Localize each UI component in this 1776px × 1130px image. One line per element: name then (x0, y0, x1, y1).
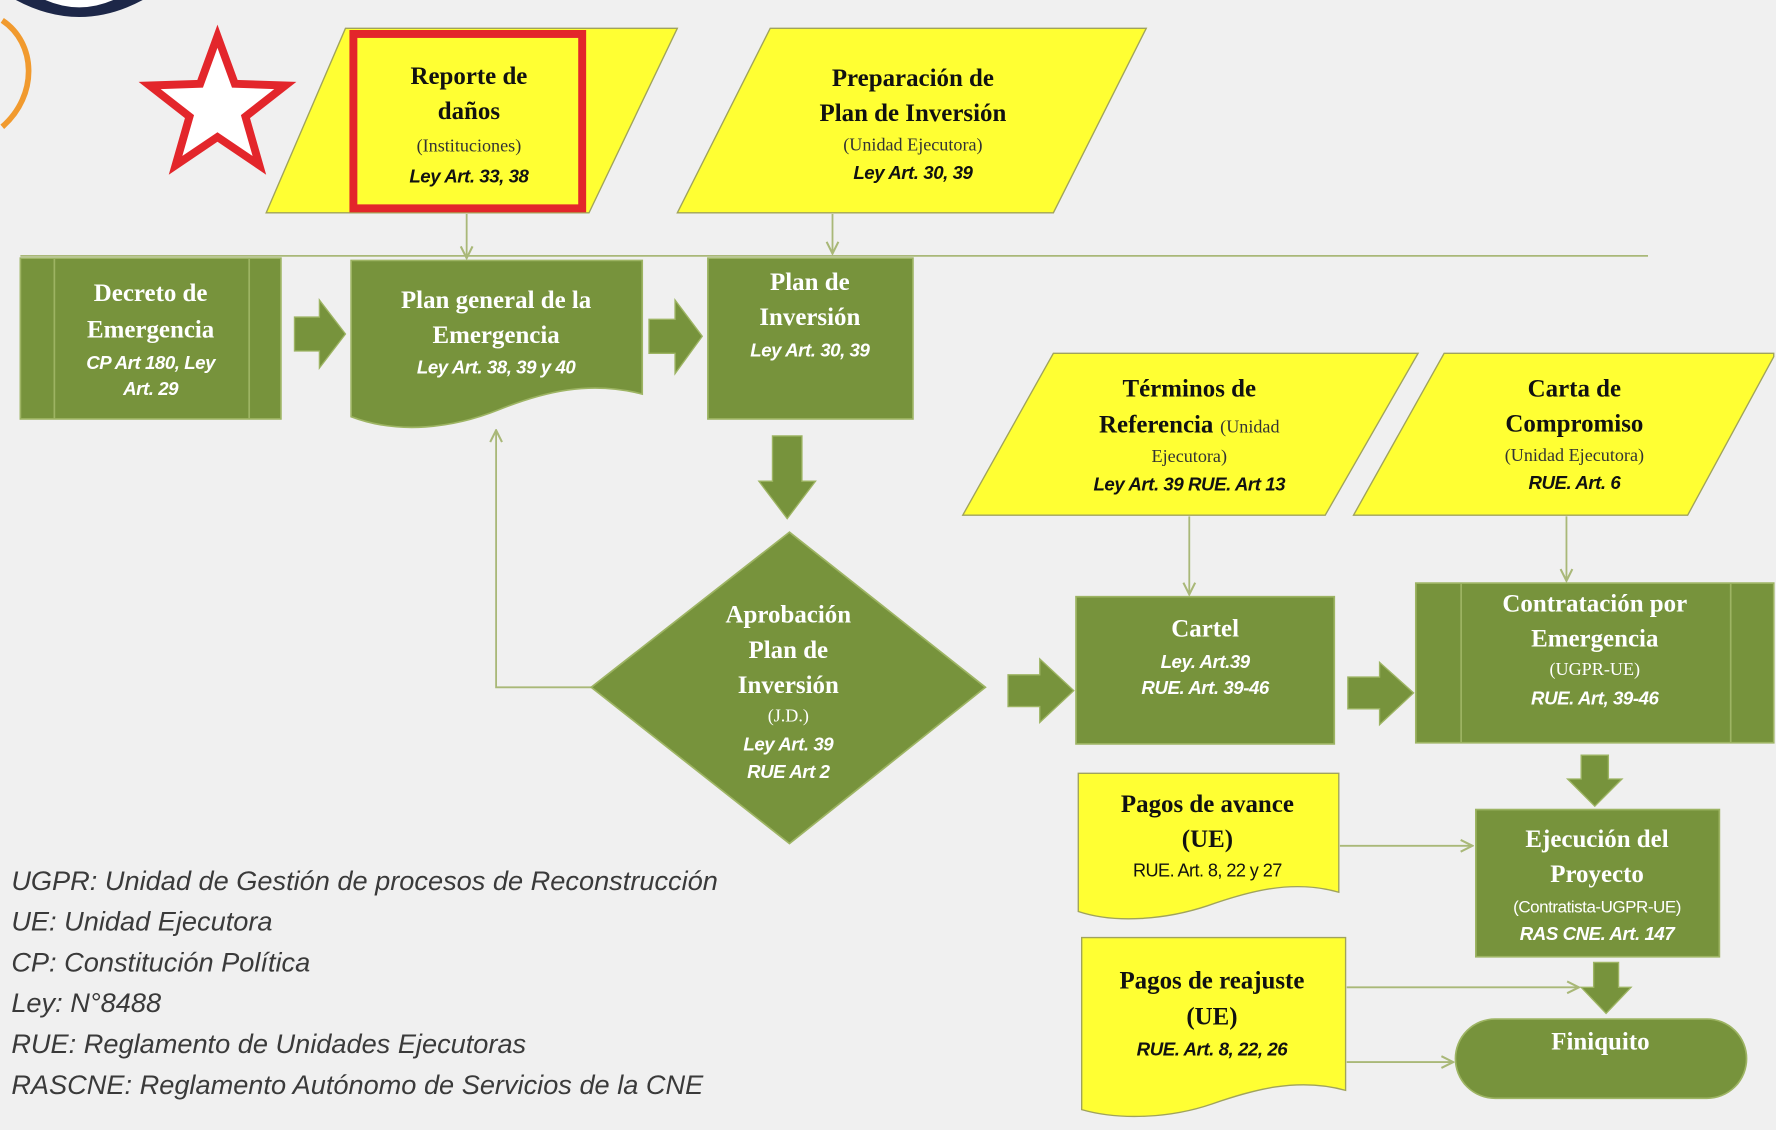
node-reporte-danos: Reporte de daños (Instituciones) Ley Art… (265, 27, 679, 214)
node-title-line: Plan general de la (401, 287, 592, 314)
node-law-reference: Ley Art. 39 RUE. Art 13 (1093, 473, 1286, 494)
node-law-reference: RAS CNE. Art. 147 (1520, 923, 1677, 944)
node-finiquito: Finiquito (1454, 1018, 1748, 1100)
node-plan-inversion: Plan de Inversión Ley Art. 30, 39 (707, 257, 914, 420)
node-law-reference: CP Art 180, Ley (86, 352, 217, 373)
block-arrow-right (1347, 660, 1415, 727)
node-law-reference: Ley Art. 38, 39 y 40 (417, 357, 576, 378)
node-subtitle: (Unidad Ejecutora) (1505, 445, 1644, 466)
node-subtitle: (Unidad Ejecutora) (843, 135, 982, 156)
node-contratacion-emergencia: Contratación por Emergencia (UGPR-UE) RU… (1414, 582, 1775, 744)
node-law-reference: Art. 29 (122, 378, 179, 399)
node-law-reference: Ley Art. 39 (743, 734, 834, 755)
legend-entry: CP: Constitución Política (11, 946, 310, 977)
document-shape (1077, 772, 1340, 920)
node-title-line: Emergencia (1531, 626, 1659, 653)
node-title-line: Ejecución del (1525, 826, 1668, 853)
node-title-line: Proyecto (1550, 861, 1644, 888)
node-subtitle: Ejecutora) (1152, 446, 1227, 467)
node-ejecucion-proyecto: Ejecución del Proyecto (Contratista-UGPR… (1474, 808, 1721, 958)
node-title-line: Decreto de (94, 280, 208, 307)
highlight-box (349, 30, 587, 213)
predefined-process-box (19, 257, 282, 420)
node-plan-general-emergencia: Plan general de la Emergencia Ley Art. 3… (350, 259, 644, 429)
legend: UGPR: Unidad de Gestión de procesos de R… (11, 865, 718, 1100)
star-outline-icon (138, 24, 297, 175)
node-carta-compromiso: Carta de Compromiso (Unidad Ejecutora) R… (1352, 352, 1775, 516)
node-title-line: Plan de (770, 269, 850, 296)
legend-entry: RUE: Reglamento de Unidades Ejecutoras (11, 1028, 526, 1059)
node-law-reference: Ley Art. 33, 38 (409, 165, 529, 186)
node-subtitle: (Unidad (1220, 417, 1279, 438)
node-law-reference: RUE. Art, 39-46 (1531, 687, 1660, 708)
block-arrow-right (648, 298, 704, 376)
node-law-reference: Ley Art. 30, 39 (853, 162, 973, 183)
node-preparacion-plan-inversion: Preparación de Plan de Inversión (Unidad… (676, 27, 1148, 214)
node-decreto-emergencia: Decreto de Emergencia CP Art 180, Ley Ar… (19, 257, 282, 420)
input-parallelogram (265, 27, 679, 214)
document-shape (350, 259, 644, 429)
node-title-line: Pagos de avance (1121, 791, 1294, 818)
input-parallelogram (1352, 352, 1775, 516)
legend-entry: Ley: N°8488 (11, 987, 161, 1018)
process-box (1075, 595, 1336, 745)
block-arrow-right (293, 298, 347, 370)
legend-entry: RASCNE: Reglamento Autónomo de Servicios… (11, 1069, 704, 1100)
node-subtitle: (Instituciones) (417, 136, 522, 157)
node-title-line: Aprobación (726, 602, 852, 629)
node-cartel: Cartel Ley. Art.39 RUE. Art. 39-46 (1075, 595, 1336, 745)
predefined-process-box (1414, 582, 1775, 744)
node-title-line: Inversión (759, 304, 860, 331)
node-title-line: Carta de (1528, 375, 1621, 402)
terminator-shape (1454, 1018, 1748, 1100)
node-subtitle: (Contratista-UGPR-UE) (1513, 898, 1681, 917)
node-title-line: Términos de (1123, 375, 1257, 402)
block-arrow-down (1579, 961, 1633, 1015)
node-law-reference: RUE Art 2 (747, 761, 830, 782)
node-title-line: Preparación de (832, 65, 994, 92)
process-box (1474, 808, 1721, 958)
process-box (707, 257, 914, 420)
node-title-line: (UE) (1186, 1004, 1237, 1031)
node-pagos-reajuste: Pagos de reajuste (UE) RUE. Art. 8, 22, … (1081, 936, 1347, 1118)
document-shape (1081, 936, 1347, 1118)
legend-entry: UGPR: Unidad de Gestión de procesos de R… (11, 865, 718, 896)
node-title-line: (UE) (1182, 826, 1233, 853)
node-title-line: Cartel (1171, 615, 1239, 642)
block-arrow-down (757, 435, 817, 520)
node-law-reference: Ley Art. 30, 39 (750, 340, 870, 361)
node-pagos-avance: Pagos de avance (UE) RUE. Art. 8, 22 y 2… (1077, 772, 1340, 920)
block-arrow-right (1007, 657, 1075, 724)
connector-aprobacion-feedback (496, 430, 592, 689)
node-terminos-referencia: Términos de Referencia (Unidad Ejecutora)… (961, 352, 1420, 516)
node-title-line: Contratación por (1502, 590, 1687, 617)
node-subtitle: (UGPR-UE) (1549, 659, 1640, 680)
block-arrow-down (1565, 754, 1624, 808)
node-title-line: Plan de Inversión (819, 100, 1006, 127)
node-subtitle: (J.D.) (768, 705, 809, 726)
node-title-line: Compromiso (1505, 410, 1643, 437)
node-title-line: Referencia (1099, 412, 1214, 439)
node-title-line: Plan de (749, 637, 829, 664)
node-law-reference: RUE. Art. 6 (1528, 472, 1621, 493)
legend-entry: UE: Unidad Ejecutora (11, 906, 272, 937)
input-parallelogram (961, 352, 1420, 516)
node-law-reference: RUE. Art. 39-46 (1141, 677, 1270, 698)
node-title-line-composite: Referencia (Unidad (1099, 412, 1279, 439)
node-law-reference: Ley. Art.39 (1161, 651, 1251, 672)
node-title-line: Finiquito (1551, 1029, 1649, 1056)
node-title-line: Pagos de reajuste (1119, 967, 1304, 994)
input-parallelogram (676, 27, 1148, 214)
node-title-line: Reporte de (410, 63, 527, 90)
node-title-line: daños (438, 98, 501, 125)
logo-fragment (0, 0, 143, 129)
node-title-line: Emergencia (432, 322, 560, 349)
node-law-reference: RUE. Art. 8, 22, 26 (1137, 1038, 1289, 1059)
node-law-reference: RUE. Art. 8, 22 y 27 (1133, 860, 1282, 880)
node-title-line: Inversión (738, 672, 839, 699)
node-title-line: Emergencia (87, 316, 215, 343)
node-aprobacion-plan-inversion: Aprobación Plan de Inversión (J.D.) Ley … (589, 531, 987, 845)
decision-diamond (589, 531, 987, 845)
